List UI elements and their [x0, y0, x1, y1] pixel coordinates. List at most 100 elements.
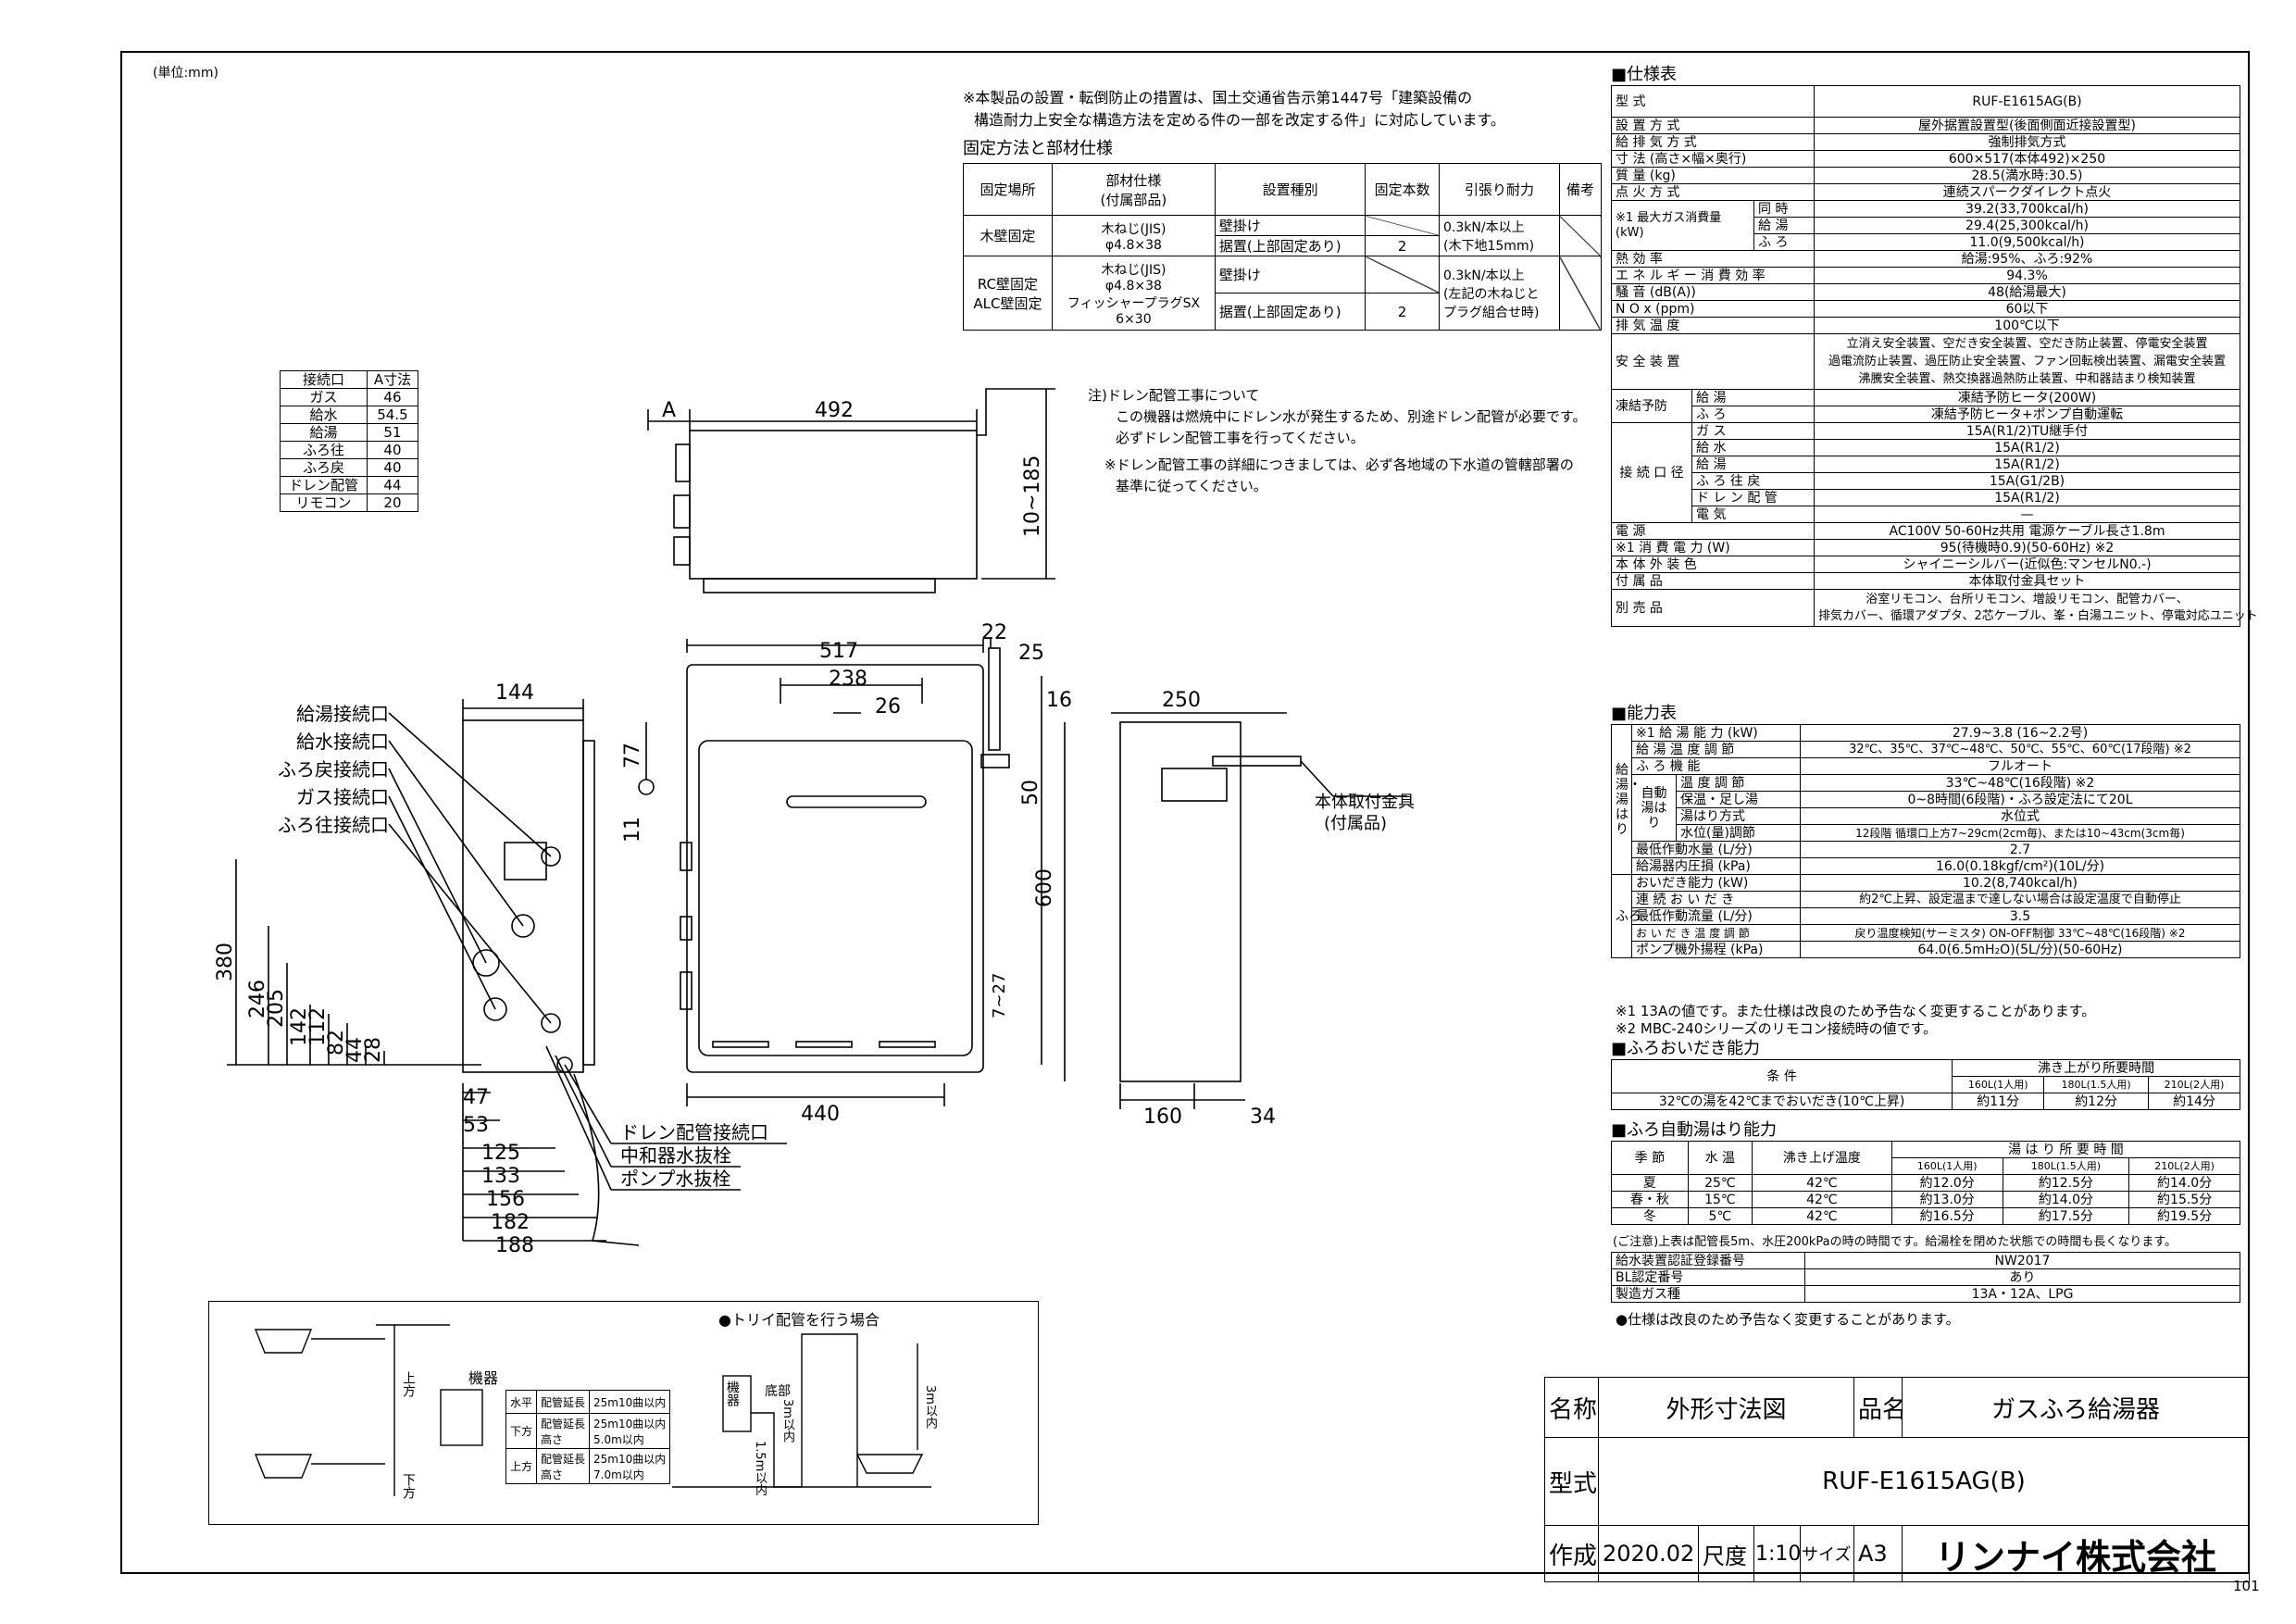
spec-value: シャイニーシルバー(近似色:マンセルN0.-)	[1814, 556, 2240, 573]
dim-440: 440	[801, 1103, 840, 1126]
footnote-1: ※1 13Aの値です。また仕様は改良のため予告なく変更することがあります。	[1616, 1003, 2096, 1019]
label-mount-bracket: 本体取付金具	[1315, 793, 1415, 812]
inset-right-device: 機器	[725, 1380, 740, 1406]
fill-header: 湯 は り 所 要 時 間	[1890, 1141, 2241, 1158]
spec-conn-sub: 給 湯	[1691, 456, 1816, 473]
fix-row2-material: 木ねじ(JIS) φ4.8×38 フィッシャープラグSX 6×30	[1051, 256, 1216, 331]
tb-size-label: サイズ	[1799, 1525, 1855, 1582]
perf-value: フルオート	[1800, 757, 2240, 775]
reheat-val: 約12分	[2043, 1093, 2150, 1110]
reheat-col: 180L(1.5人用)	[2043, 1076, 2150, 1093]
dim-22: 22	[981, 621, 1007, 644]
spec-value: 凍結予防ヒータ+ポンプ自動運転	[1814, 406, 2240, 423]
fill-col: 210L(2人用)	[2128, 1157, 2240, 1175]
spec-value: 600×517(本体492)×250	[1814, 150, 2240, 168]
perf-table: 給湯・湯はり※1 給 湯 能 力 (kW)27.9~3.8 (16~2.2号) …	[1611, 724, 2240, 958]
dim-row-port: ふろ往	[280, 441, 368, 459]
spec-value: 連続スパークダイレクト点火	[1814, 183, 2240, 201]
fill-cell: 約16.5分	[1890, 1207, 2003, 1225]
inset-h1: 3m以内	[780, 1399, 794, 1443]
inset-cell: 水平	[505, 1390, 538, 1414]
spec-value: 28.5(満水時:30.5)	[1814, 167, 2240, 184]
dim-133: 133	[481, 1165, 520, 1188]
label-neutralizer-drain: 中和器水抜栓	[620, 1144, 731, 1167]
perf-kyuto-label: 給湯・湯はり	[1611, 724, 1641, 875]
reheat-title: ■ふろおいだき能力	[1611, 1039, 1761, 1058]
fix-header-material: 部材仕様 (付属部品)	[1051, 163, 1216, 216]
spec-label: 本 体 外 装 色	[1610, 556, 1816, 573]
dim-row-a: 46	[366, 388, 419, 406]
fix-row1-place: 木壁固定	[963, 215, 1053, 256]
tb-date: 2020.02	[1598, 1525, 1699, 1582]
fix-row2-type2: 据置(上部固定あり)	[1214, 293, 1366, 331]
spec-gas-sub: ふ ろ	[1753, 233, 1816, 251]
fill-note: (ご注意)上表は配管長5m、水圧200kPaの時の時間です。給湯栓を閉めた状態で…	[1613, 1235, 2177, 1249]
fix-row2-strength: 0.3kN/本以上 (左記の木ねじと プラグ組合せ時)	[1439, 256, 1560, 331]
spec-safety-line: 沸騰安全装置、熱交換器過熱防止装置、中和器詰まり検知装置	[1858, 372, 2196, 386]
fixing-title: 固定方法と部材仕様	[963, 139, 1113, 158]
spec-value: 凍結予防ヒータ(200W)	[1814, 389, 2240, 406]
perf-value: 戻り温度検知(サーミスタ) ON-OFF制御 33℃~48℃(16段階) ※2	[1800, 924, 2240, 942]
footnote-2: ※2 MBC-240シリーズのリモコン接続時の値です。	[1616, 1020, 1938, 1037]
perf-value: 33℃~48℃(16段階) ※2	[1800, 774, 2240, 792]
fix-row2-count: 2	[1365, 293, 1441, 331]
fill-cell: 夏	[1611, 1174, 1689, 1192]
dim-25: 25	[1018, 642, 1044, 665]
spec-value: 60以下	[1814, 300, 2240, 318]
fill-col: 160L(1人用)	[1890, 1157, 2003, 1175]
spec-conn-sub: ガ ス	[1691, 422, 1816, 440]
fix-row2-slash	[1365, 256, 1441, 294]
dim-row-port: ドレン配管	[280, 476, 368, 494]
cert-value: 13A・12A、LPG	[1804, 1285, 2240, 1303]
spec-gas-label: ※1 最大ガス消費量 (kW)	[1611, 200, 1754, 251]
fix-row1-strength: 0.3kN/本以上 (木下地15mm)	[1439, 215, 1560, 256]
spec-value: AC100V 50-60Hz共用 電源ケーブル長さ1.8m	[1814, 522, 2240, 540]
reheat-table: 条 件沸き上がり所要時間 160L(1人用)180L(1.5人用)210L(2人…	[1610, 1059, 2240, 1110]
dim-77: 77	[621, 743, 644, 768]
spec-label: 型 式	[1610, 85, 1816, 118]
perf-auto-sub: 水位(量)調節	[1676, 824, 1801, 842]
drain-note-3: 必ずドレン配管工事を行ってください。	[1116, 430, 1365, 446]
spec-value: 給湯:95%、ふろ:92%	[1814, 250, 2240, 268]
fill-col: 180L(1.5人用)	[2002, 1157, 2130, 1175]
inset-down-label: 下方	[401, 1473, 416, 1499]
dim-11: 11	[621, 817, 644, 843]
dim-156: 156	[486, 1188, 525, 1211]
dim-125: 125	[481, 1142, 520, 1165]
page-number: 101	[2233, 1578, 2260, 1594]
fill-cell: 42℃	[1751, 1174, 1892, 1192]
perf-label: ※1 給 湯 能 力 (kW)	[1631, 724, 1801, 742]
spec-value: 15A(R1/2)	[1814, 439, 2240, 456]
dim-53: 53	[463, 1114, 489, 1137]
fix-row1-slash	[1365, 215, 1441, 236]
drain-note-4: ※ドレン配管工事の詳細につきましては、必ず各地域の下水道の管轄部署の	[1104, 456, 1574, 473]
spec-label: 付 属 品	[1610, 572, 1816, 590]
perf-label: 最低作動流量 (L/分)	[1631, 907, 1801, 925]
perf-label: 最低作動水量 (L/分)	[1631, 841, 1801, 858]
dim-a: A	[662, 399, 676, 422]
spec-freeze-label: 凍結予防	[1611, 389, 1692, 423]
fill-cell: 約15.5分	[2128, 1191, 2240, 1208]
spec-value: 29.4(25,300kcal/h)	[1814, 217, 2240, 234]
outline-drawing: 492 A 10~185 517 238 26 22 25 77 11 50 6…	[214, 388, 1415, 1257]
perf-label: ふ ろ 機 能	[1631, 757, 1801, 775]
spec-conn-sub: 電 気	[1691, 506, 1816, 523]
dim-row-a: 20	[366, 493, 419, 512]
perf-auto-sub: 湯はり方式	[1676, 807, 1801, 825]
fill-cell: 冬	[1611, 1207, 1689, 1225]
dim-26: 26	[875, 695, 901, 718]
spec-sold-line: 浴室リモコン、台所リモコン、増設リモコン、配管カバー、	[1866, 592, 2189, 606]
dim-380: 380	[214, 943, 237, 981]
drain-note-1: 注)ドレン配管工事について	[1088, 387, 1260, 404]
inset-h2: 1.5m以内	[753, 1441, 767, 1496]
perf-value: 2.7	[1800, 841, 2240, 858]
perf-label: おいだき能力 (kW)	[1631, 874, 1801, 892]
perf-value: 0~8時間(6段階)・ふろ設定法にて20L	[1800, 791, 2240, 808]
spec-label: 電 源	[1610, 522, 1816, 540]
label-bath-supply-port: ふろ往接続口	[278, 814, 389, 836]
spec-sold-value: 浴室リモコン、台所リモコン、増設リモコン、配管カバー、 排気カバー、循環アダプタ…	[1814, 589, 2258, 627]
spec-label: 寸 法 (高さ×幅×奥行)	[1610, 150, 1816, 168]
inset-device-label: 機器	[468, 1369, 499, 1387]
perf-label: 給 湯 温 度 調 節	[1631, 741, 1801, 758]
